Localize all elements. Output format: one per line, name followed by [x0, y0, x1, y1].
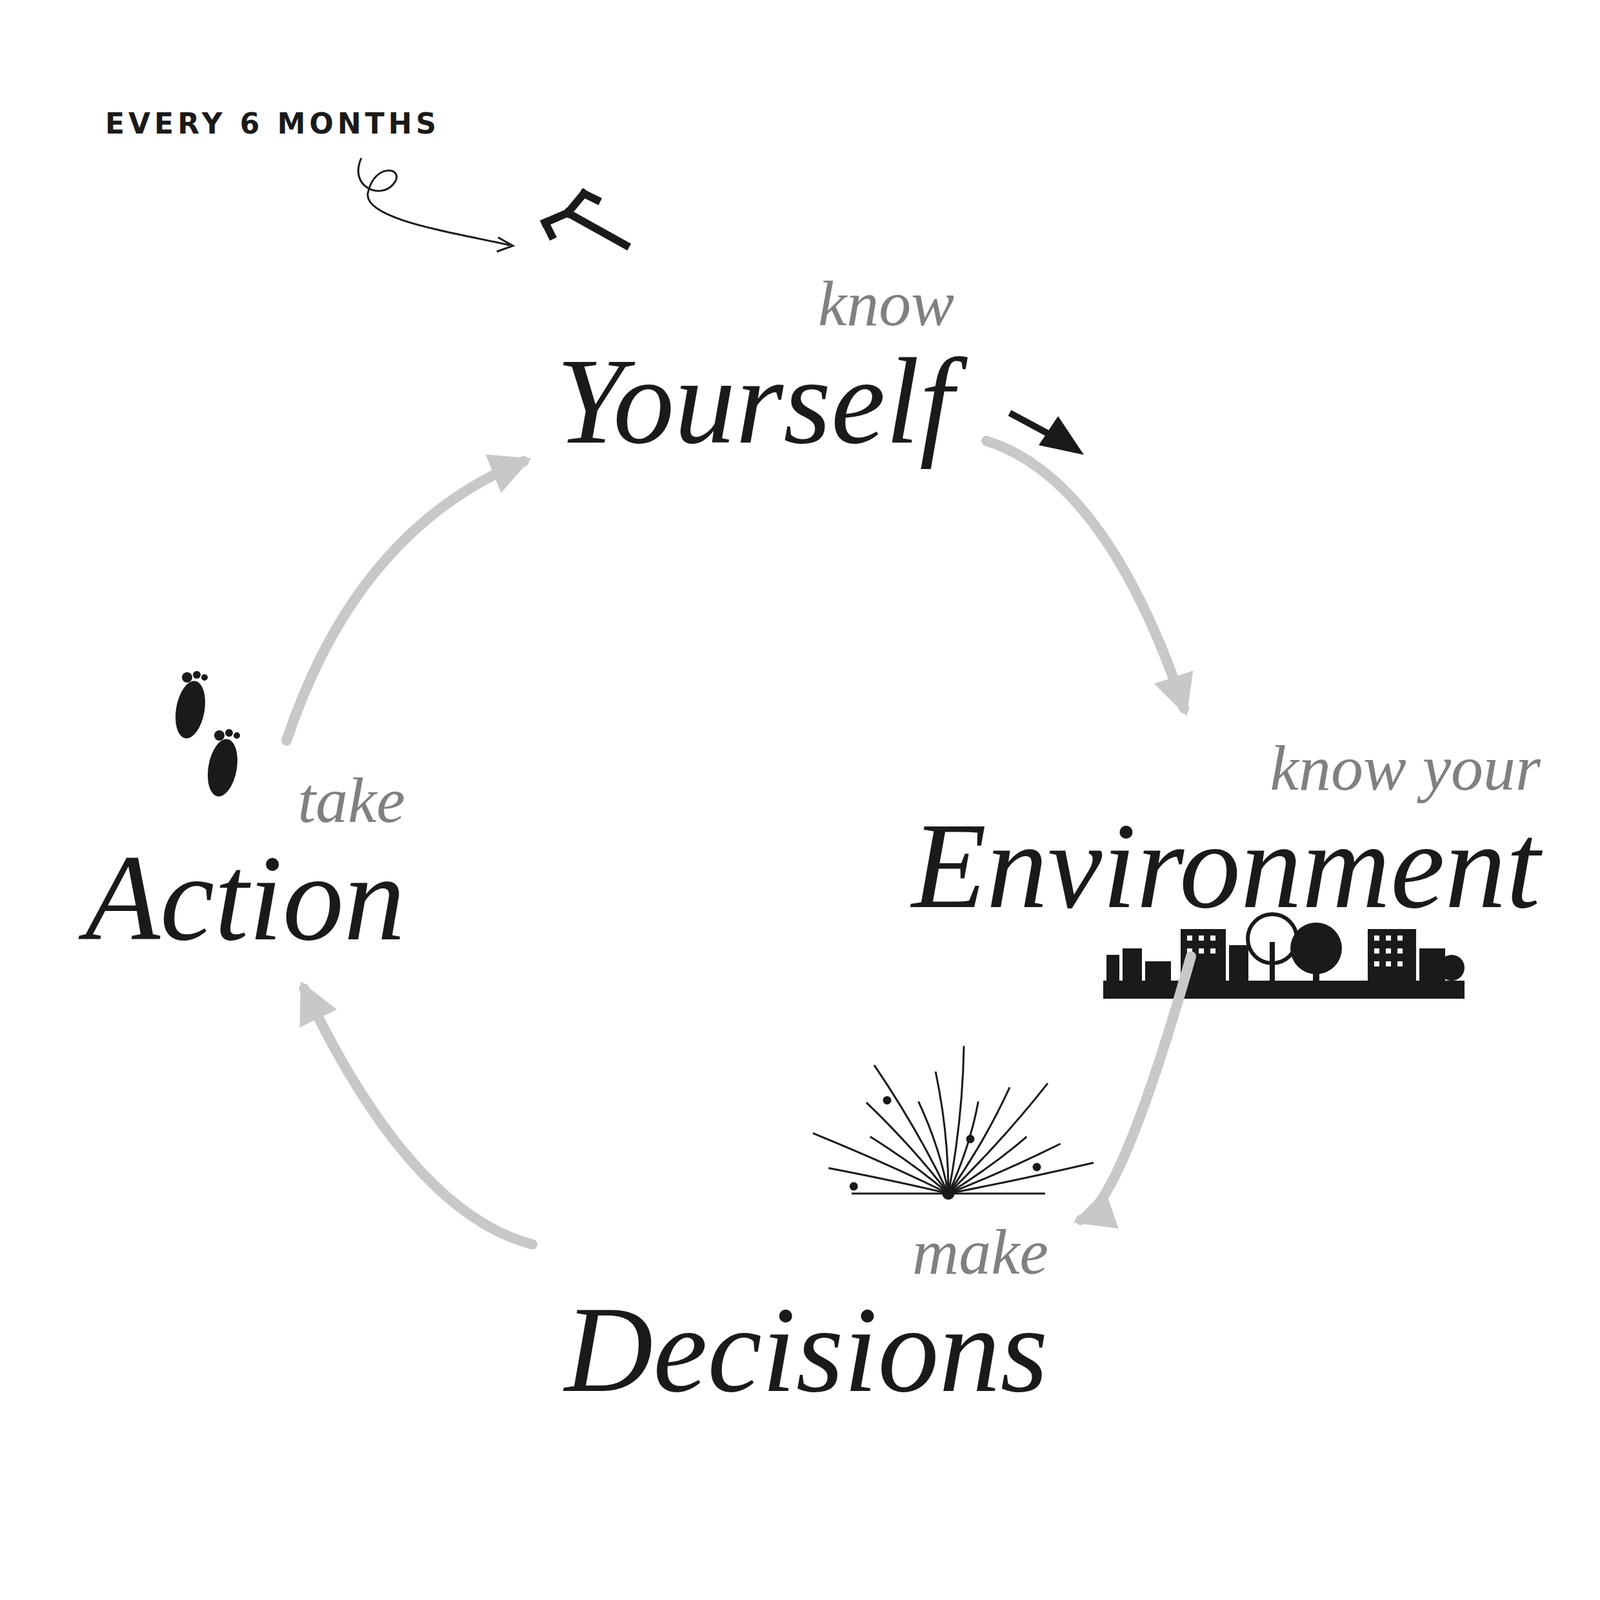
direction-arrow [1009, 412, 1084, 455]
cycle-step: know yourEnvironment [898, 727, 1554, 938]
step-verb: know [556, 269, 955, 338]
window-pattern [1187, 935, 1403, 967]
note-label: EVERY 6 MONTHS [105, 107, 440, 140]
leader-arrow [358, 158, 510, 246]
cycle-step: knowYourself [543, 263, 968, 473]
starburst-icon [812, 1045, 1094, 1199]
burst-ray [874, 1065, 949, 1194]
step-title: Decisions [564, 1285, 1049, 1415]
burst-ray [948, 1045, 964, 1194]
burst-ray [948, 1143, 1061, 1194]
cycle-arrow [286, 461, 524, 741]
burst-dot [883, 1096, 891, 1104]
burst-dot [850, 1183, 857, 1190]
burst-ray [812, 1132, 949, 1194]
burst-dot [967, 1135, 974, 1142]
burst-ray [948, 1192, 1046, 1195]
antenna-icon [545, 193, 626, 246]
burst-center [943, 1188, 954, 1199]
step-verb: take [85, 766, 406, 835]
burst-ray [851, 1192, 949, 1195]
step-verb: make [564, 1218, 1049, 1286]
burst-dot [1033, 1163, 1040, 1171]
leader-head [496, 237, 513, 252]
footprint-icon [171, 670, 242, 799]
burst-ray [948, 1162, 1094, 1194]
cycle-step: takeAction [72, 760, 419, 970]
cycle-arrow [303, 989, 533, 1245]
burst-ray [935, 1071, 949, 1194]
cycle-step: makeDecisions [551, 1211, 1062, 1422]
step-title: Action [85, 834, 406, 964]
step-verb: know your [911, 734, 1541, 802]
cycle-arrow [986, 440, 1184, 709]
cycle-arrow [1080, 956, 1191, 1220]
step-title: Yourself [556, 337, 955, 467]
step-title: Environment [911, 801, 1541, 931]
